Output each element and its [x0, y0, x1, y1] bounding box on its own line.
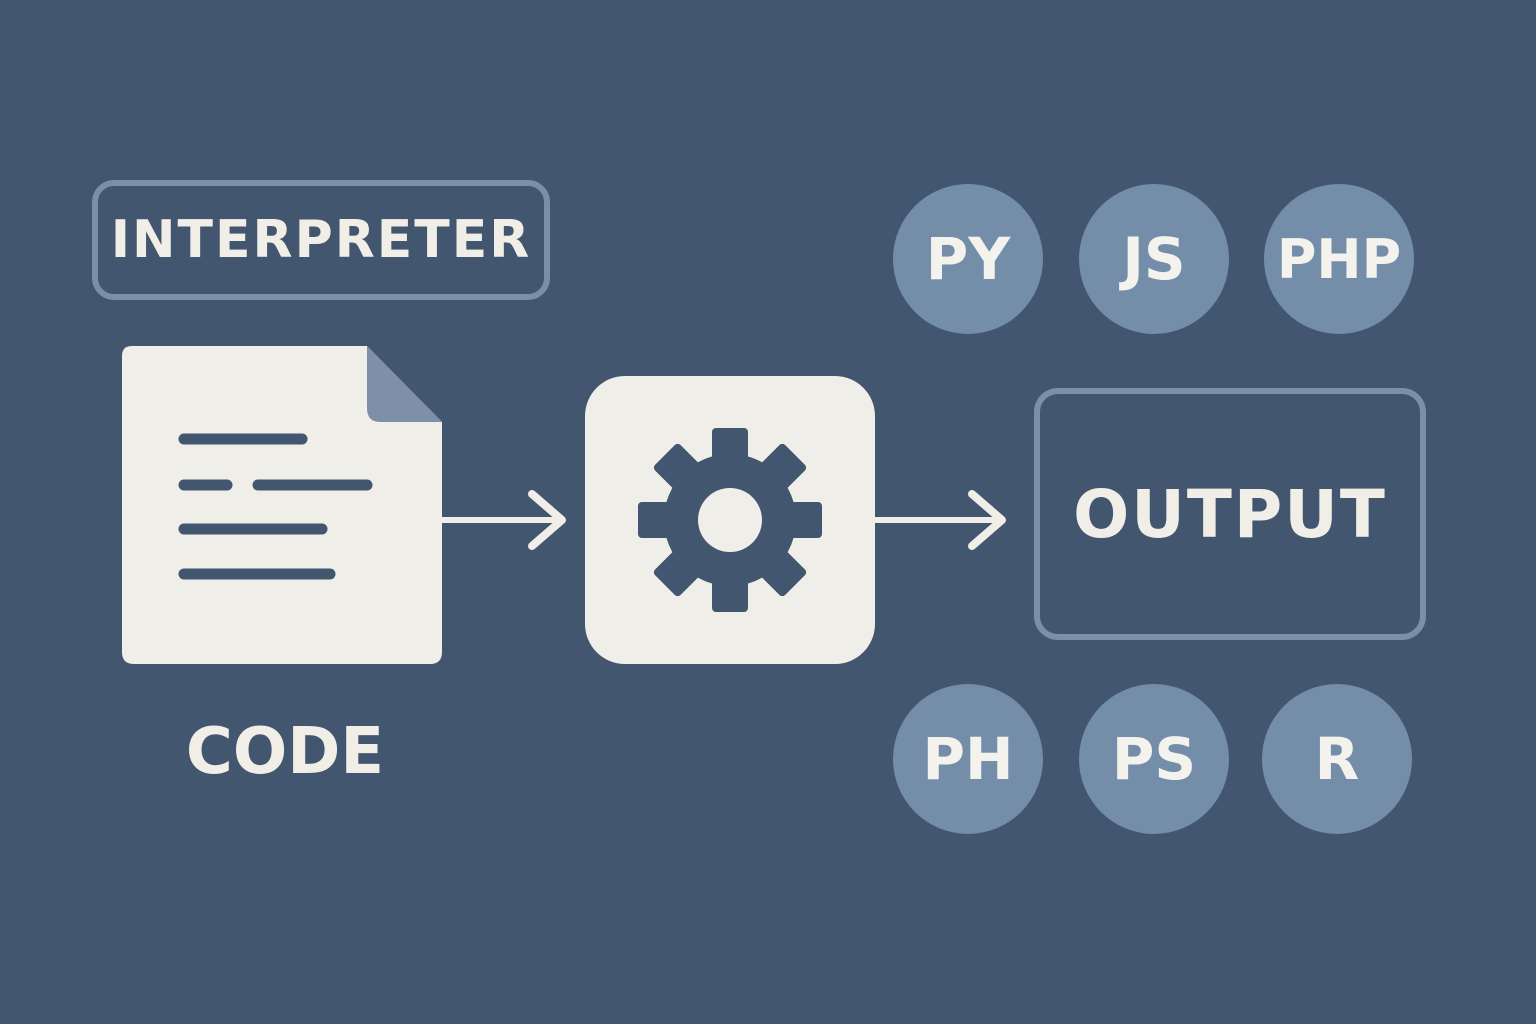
language-badge-js: JS	[1079, 184, 1229, 334]
gear-icon	[638, 428, 822, 612]
right-arrow-icon	[874, 490, 1006, 550]
output-box: OUTPUT	[1034, 388, 1426, 640]
interpreter-engine	[585, 376, 875, 664]
code-file-icon	[122, 346, 442, 664]
right-arrow-icon	[440, 490, 566, 550]
interpreter-label-box: INTERPRETER	[92, 180, 550, 300]
code-caption: CODE	[185, 715, 385, 789]
language-badge-r: R	[1262, 684, 1412, 834]
output-label: OUTPUT	[1073, 475, 1387, 553]
language-badge-py: PY	[893, 184, 1043, 334]
language-badge-ps: PS	[1079, 684, 1229, 834]
interpreter-label: INTERPRETER	[110, 210, 532, 270]
language-badge-php: PHP	[1264, 184, 1414, 334]
language-badge-ph: PH	[893, 684, 1043, 834]
